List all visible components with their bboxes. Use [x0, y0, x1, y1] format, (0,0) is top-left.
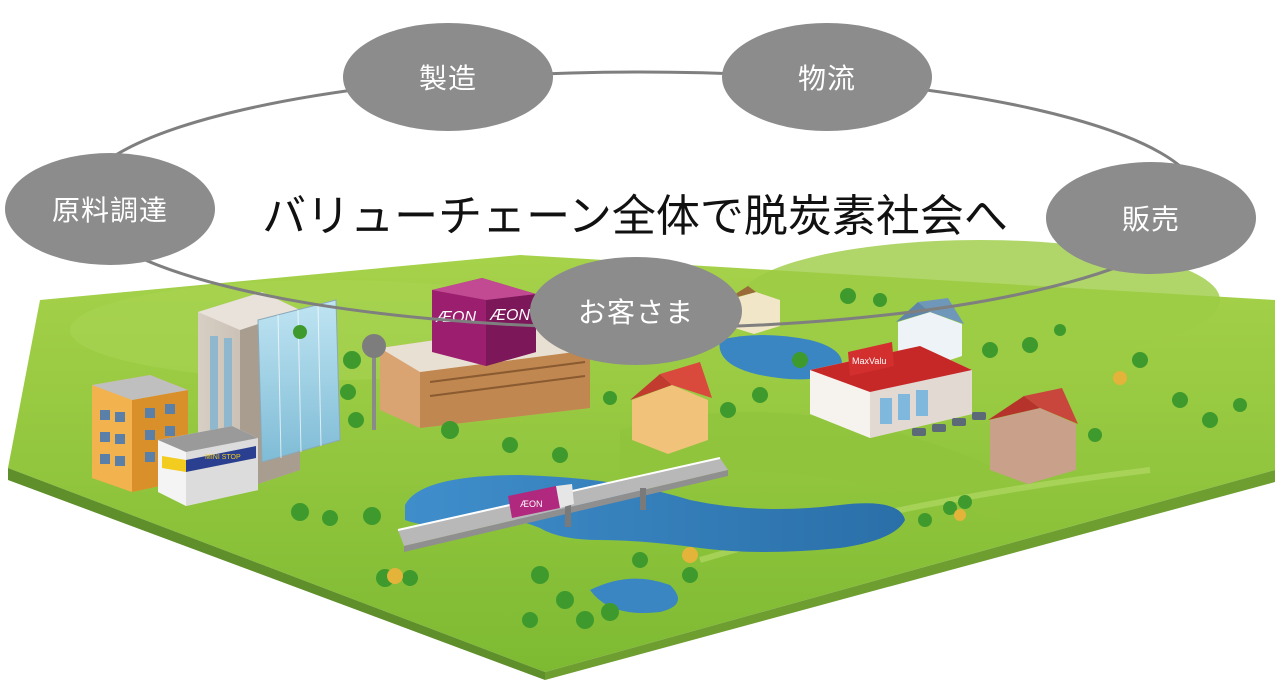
autumn-trees [387, 371, 1127, 584]
diagram-title: バリューチェーン全体で脱炭素社会へ [262, 191, 1008, 242]
node-raw-material-label: 原料調達 [51, 194, 168, 227]
node-sales-label: 販売 [1121, 203, 1180, 236]
supermarket: MaxValu [810, 342, 986, 438]
trees [291, 288, 1247, 629]
convenience-sign: MINI STOP [205, 454, 241, 461]
node-sales: 販売 [1046, 162, 1256, 274]
node-customers: お客さま [530, 257, 742, 365]
node-manufacturing-label: 製造 [418, 62, 477, 95]
truck-logo: ÆON [520, 499, 543, 509]
delivery-truck: ÆON [508, 484, 574, 518]
node-logistics-label: 物流 [797, 62, 856, 95]
node-logistics: 物流 [722, 23, 932, 131]
convenience-store: MINI STOP [158, 426, 258, 506]
supermarket-sign: MaxValu [852, 356, 886, 366]
mall-sign-2: ÆON [489, 307, 530, 324]
node-raw-material-procurement: 原料調達 [5, 153, 215, 265]
node-customers-label: お客さま [577, 296, 694, 329]
node-manufacturing: 製造 [343, 23, 553, 131]
